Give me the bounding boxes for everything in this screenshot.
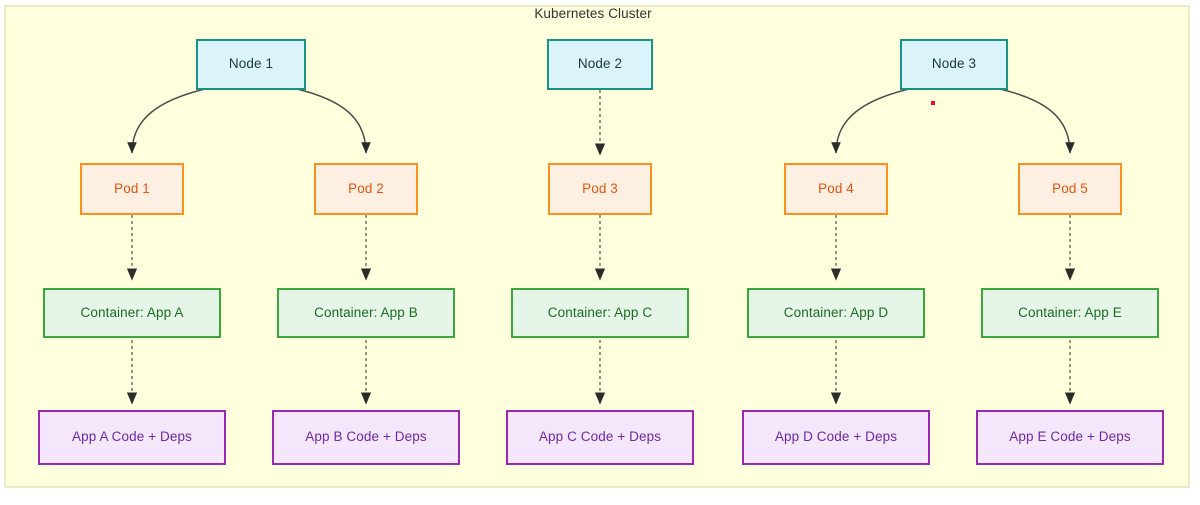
node-box-node2[interactable]: Node 2 [547,39,653,90]
node-box-node1[interactable]: Node 1 [196,39,306,90]
pod-box-pod3[interactable]: Pod 3 [548,163,652,215]
pod-box-pod4[interactable]: Pod 4 [784,163,888,215]
container-box-container1[interactable]: Container: App A [43,288,221,338]
code-box-code1[interactable]: App A Code + Deps [38,410,226,465]
pod-box-pod1[interactable]: Pod 1 [80,163,184,215]
cluster-title: Kubernetes Cluster [534,6,652,21]
code-box-code2[interactable]: App B Code + Deps [272,410,460,465]
container-box-container3[interactable]: Container: App C [511,288,689,338]
container-box-container5[interactable]: Container: App E [981,288,1159,338]
node-box-node3[interactable]: Node 3 [900,39,1008,90]
pod-box-pod2[interactable]: Pod 2 [314,163,418,215]
container-box-container2[interactable]: Container: App B [277,288,455,338]
code-box-code4[interactable]: App D Code + Deps [742,410,930,465]
red-marker-dot [931,101,935,105]
pod-box-pod5[interactable]: Pod 5 [1018,163,1122,215]
code-box-code3[interactable]: App C Code + Deps [506,410,694,465]
code-box-code5[interactable]: App E Code + Deps [976,410,1164,465]
container-box-container4[interactable]: Container: App D [747,288,925,338]
